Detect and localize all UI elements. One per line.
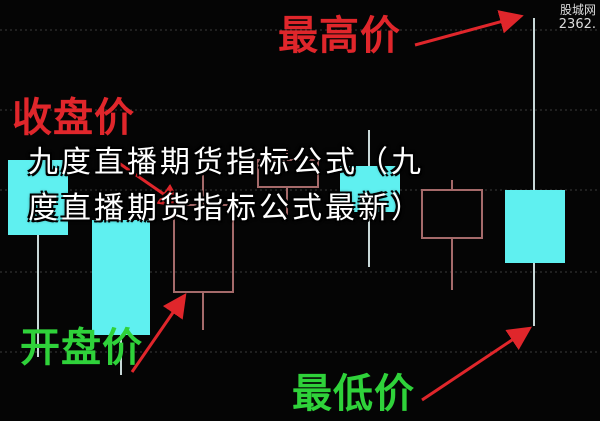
candle-1 xyxy=(8,160,68,357)
candle-7 xyxy=(505,18,565,326)
arrow-close xyxy=(99,148,183,208)
arrows xyxy=(99,10,532,402)
label-open-price: 开盘价 xyxy=(20,325,143,371)
candle-4 xyxy=(257,150,319,215)
arrow-low xyxy=(421,326,532,402)
arrow-open xyxy=(130,293,187,373)
candle-6 xyxy=(421,180,483,290)
candle-5 xyxy=(340,130,400,267)
candle-3 xyxy=(173,175,234,330)
arrow-high xyxy=(414,10,524,47)
label-close-price: 收盘价 xyxy=(12,95,135,141)
title-line-1: 九度直播期货指标公式（九 xyxy=(28,145,424,180)
candle-2 xyxy=(92,220,150,375)
watermark-price: 2362. xyxy=(558,17,596,32)
title-line-2: 度直播期货指标公式最新） xyxy=(28,191,424,226)
label-high-price: 最高价 xyxy=(278,13,401,59)
watermark-site: 股城网 xyxy=(559,3,596,17)
label-low-price: 最低价 xyxy=(292,371,415,417)
title-overlay: 九度直播期货指标公式（九 度直播期货指标公式最新） xyxy=(28,140,588,232)
